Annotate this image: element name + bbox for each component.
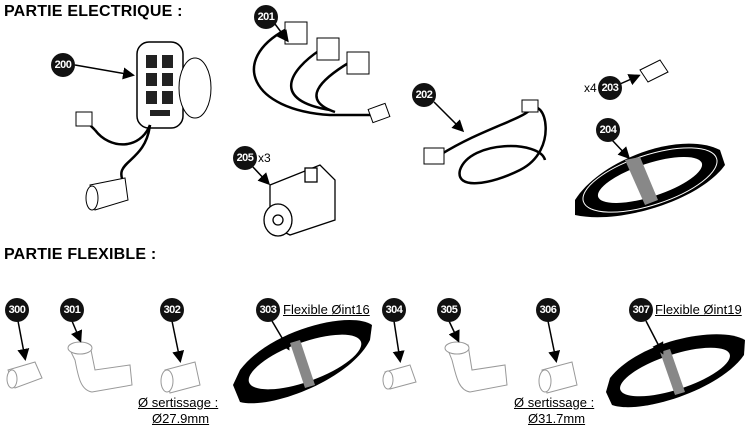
remote-control-drawing xyxy=(75,41,212,211)
fitting-304-drawing xyxy=(382,364,417,390)
cable-coil-drawing xyxy=(575,143,725,218)
terminal-connector-drawing xyxy=(639,59,669,83)
part-badge-302: 302 xyxy=(160,298,184,322)
part-badge-300: 300 xyxy=(5,298,29,322)
hose-coil-303-drawing xyxy=(233,320,372,404)
part-badge-202: 202 xyxy=(412,83,436,107)
elbow-301-drawing xyxy=(67,341,133,393)
part-badge-203: 203 xyxy=(598,76,622,100)
part-qty-203: x4 xyxy=(584,81,597,95)
part-qty-205: x3 xyxy=(258,151,271,165)
wiring-harness-drawing xyxy=(252,21,391,124)
part-badge-201: 201 xyxy=(254,5,278,29)
part-badge-200: 200 xyxy=(51,53,75,77)
part-badge-301: 301 xyxy=(60,298,84,322)
crimp-note-302-line2: Ø27.9mm xyxy=(152,411,210,426)
part-badge-307: 307 xyxy=(629,298,653,322)
solenoid-coil-drawing xyxy=(263,164,336,237)
part-badge-305: 305 xyxy=(437,298,461,322)
section-title-flexible: PARTIE FLEXIBLE : xyxy=(4,246,157,263)
hose-label-307: Flexible Øint19 xyxy=(655,302,742,317)
extension-cable-drawing xyxy=(423,99,547,185)
hose-label-303: Flexible Øint16 xyxy=(283,302,370,317)
part-badge-205: 205 xyxy=(233,146,257,170)
ferrule-302-drawing xyxy=(160,361,201,394)
crimp-note-306-line1: Ø sertissage : xyxy=(514,395,595,410)
section-title-electric: PARTIE ELECTRIQUE : xyxy=(4,3,183,20)
part-badge-303: 303 xyxy=(256,298,280,322)
ferrule-306-drawing xyxy=(538,361,578,394)
hose-coil-307-drawing xyxy=(606,334,745,408)
elbow-305-drawing xyxy=(444,341,508,393)
crimp-note-302-line1: Ø sertissage : xyxy=(138,395,219,410)
part-badge-204: 204 xyxy=(596,118,620,142)
part-badge-306: 306 xyxy=(536,298,560,322)
fitting-300-drawing xyxy=(6,361,43,389)
crimp-note-306-line2: Ø31.7mm xyxy=(528,411,586,426)
part-badge-304: 304 xyxy=(382,298,406,322)
